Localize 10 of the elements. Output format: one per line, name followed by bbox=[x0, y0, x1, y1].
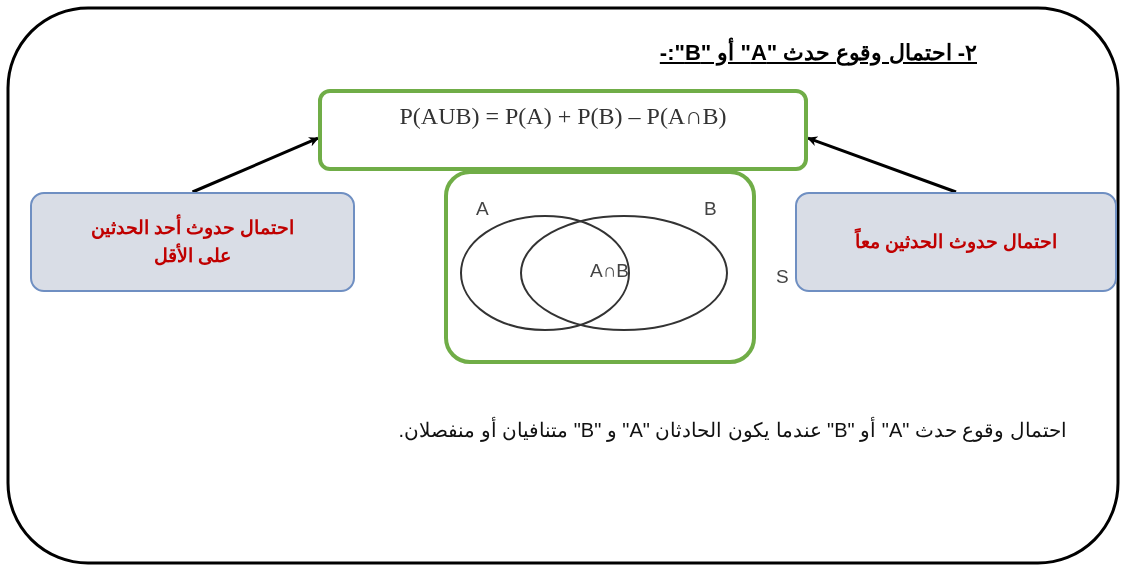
set-label: A bbox=[476, 198, 489, 220]
intersection-label: A∩B bbox=[590, 260, 629, 282]
note-text: احتمال وقوع حدث "A" أو "B" عندما يكون الحادثان "A" و "B" متنافيان أو منفصلان. bbox=[398, 418, 1067, 442]
set-label: B bbox=[704, 198, 717, 220]
formula-box: P(AUB) = P(A) + P(B) – P(A∩B) bbox=[318, 89, 808, 171]
callout-box: احتمال حدوث أحد الحدثين على الأقل bbox=[30, 192, 355, 292]
arrow bbox=[807, 136, 957, 194]
callout-box: احتمال حدوث الحدثين معاً bbox=[795, 192, 1117, 292]
sample-space-label: S bbox=[776, 266, 789, 288]
arrow bbox=[191, 136, 319, 194]
